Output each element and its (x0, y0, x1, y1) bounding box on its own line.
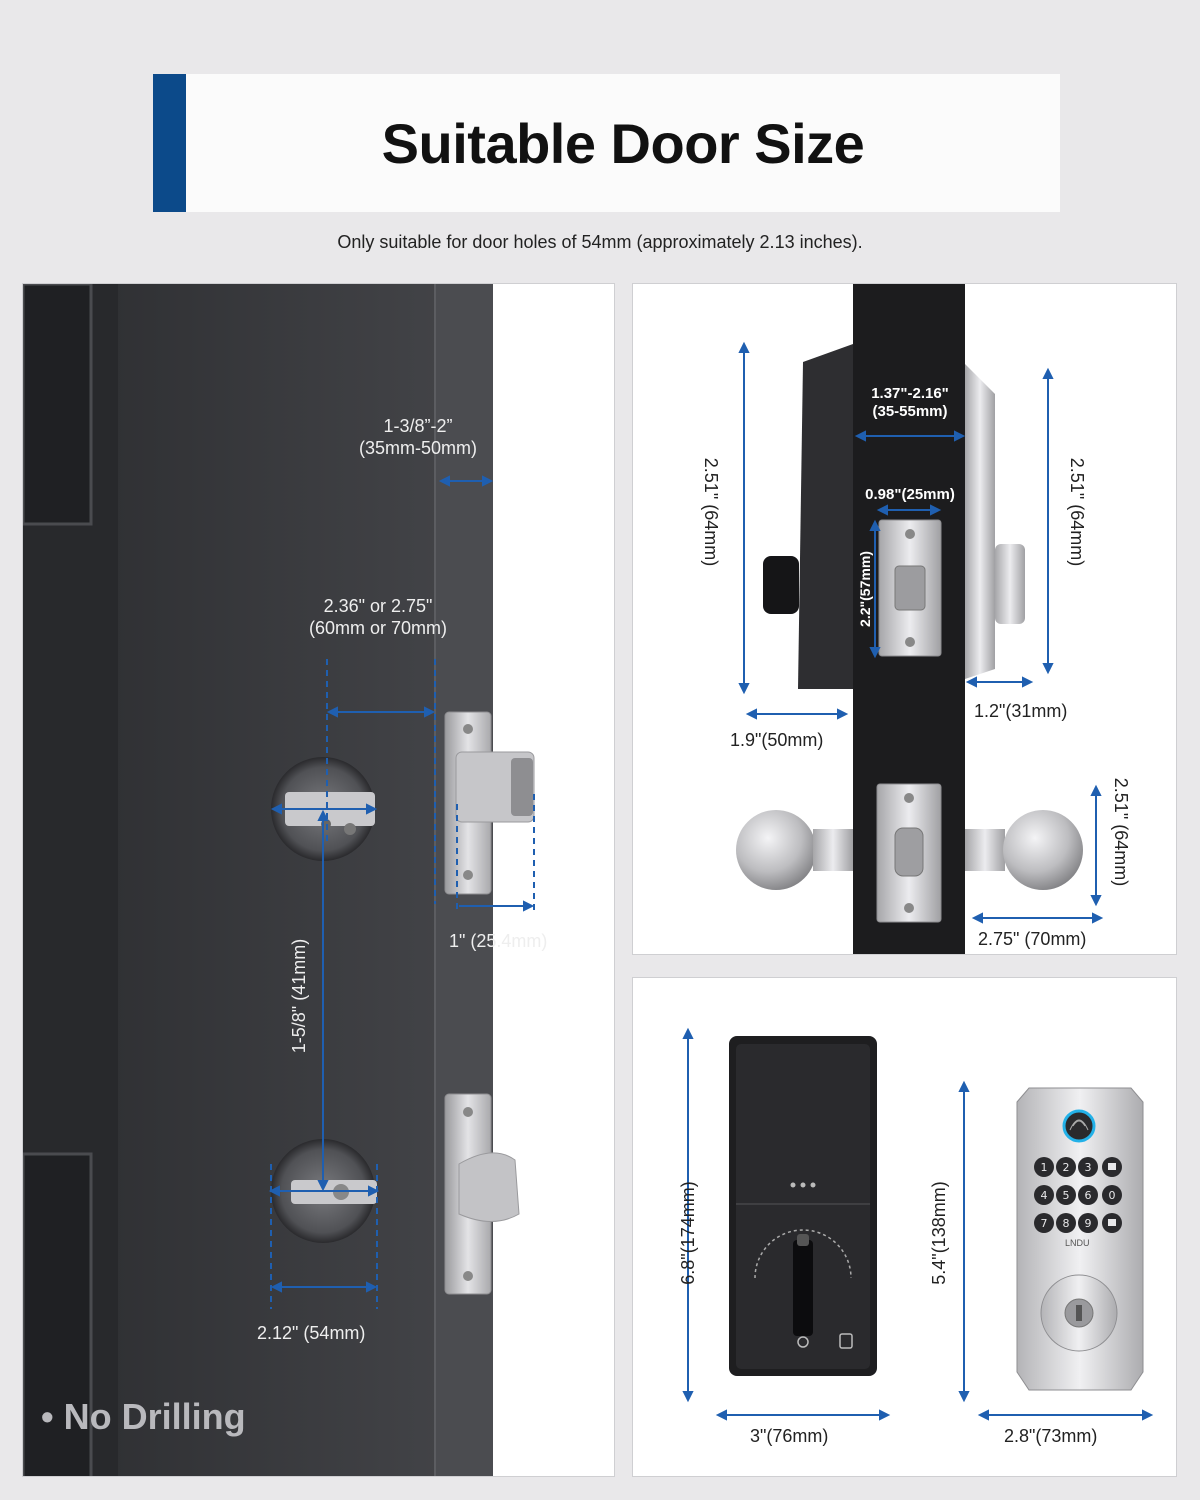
knob-height-label: 2.51" (64mm) (1111, 777, 1131, 887)
faceplate-width-label: 0.98"(25mm) (865, 486, 955, 503)
brand-label: LNDU (1065, 1238, 1090, 1248)
svg-text:2: 2 (1063, 1161, 1070, 1174)
svg-text:3: 3 (1085, 1161, 1092, 1174)
door-thickness-line1: 1-3/8”-2” (383, 416, 453, 436)
title-accent-bar (153, 74, 186, 212)
door-thickness-line2: (35mm-50mm) (358, 438, 477, 458)
backset-line2: (60mm or 70mm) (308, 618, 447, 638)
no-drilling-badge: • No Drilling (41, 1396, 246, 1437)
svg-text:4: 4 (1041, 1189, 1048, 1202)
outside-depth-label: 1.2"(31mm) (974, 701, 1068, 721)
profile-door-thickness-line2: (35-55mm) (872, 403, 948, 420)
svg-text:9: 9 (1085, 1217, 1092, 1230)
keypad-height-label: 5.4"(138mm) (929, 1181, 949, 1285)
lock-profile-panel: 1.37"-2.16" (35-55mm) 0.98"(25mm) 2.2"(5… (632, 283, 1177, 955)
interior-height-label: 6.8"(174mm) (678, 1181, 698, 1285)
unlock-icon (1108, 1219, 1116, 1226)
profile-door-thickness-line1: 1.37"-2.16" (871, 385, 949, 402)
keypad-width-label: 2.8"(73mm) (1004, 1426, 1098, 1446)
backset-label: 2.36" or 2.75" (60mm or 70mm) (283, 595, 473, 639)
page-title: Suitable Door Size (381, 111, 865, 175)
svg-text:0: 0 (1109, 1189, 1116, 1202)
page-subtitle: Only suitable for door holes of 54mm (ap… (337, 232, 863, 252)
lock-icon (1108, 1163, 1116, 1170)
knob-width-label: 2.75" (70mm) (978, 929, 1087, 949)
inside-depth-label: 1.9"(50mm) (730, 730, 824, 750)
door-drilling-panel: 1-3/8”-2” (35mm-50mm) 2.36" or 2.75" (60… (22, 283, 615, 1477)
door-thickness-label: 1-3/8”-2” (35mm-50mm) (343, 415, 493, 459)
faceplate-height-label: 2.2"(57mm) (857, 551, 873, 627)
interior-width-label: 3"(76mm) (750, 1426, 829, 1446)
outside-height-label: 2.51" (64mm) (1067, 457, 1087, 567)
fingerprint-sensor-icon (1062, 1109, 1096, 1143)
profile-door-thickness-label: 1.37"-2.16" (35-55mm) (855, 385, 965, 421)
backset-line1: 2.36" or 2.75" (323, 596, 433, 616)
lock-profile-illustration (736, 284, 1104, 954)
lock-front-panel: 1 2 3 4 5 6 0 7 8 9 LNDU 6.8"(174mm) 3"(76mm) 5… (632, 977, 1177, 1477)
svg-text:1: 1 (1041, 1161, 1048, 1174)
inside-height-label: 2.51" (64mm) (701, 457, 721, 567)
hole-diameter-label: 2.12" (54mm) (257, 1323, 366, 1343)
lock-front-illustration: 1 2 3 4 5 6 0 7 8 9 (682, 1027, 1154, 1421)
svg-text:7: 7 (1041, 1217, 1048, 1230)
title-banner: Suitable Door Size (153, 74, 1060, 212)
svg-text:8: 8 (1063, 1217, 1070, 1230)
svg-text:6: 6 (1085, 1189, 1092, 1202)
svg-text:5: 5 (1063, 1189, 1070, 1202)
hole-spacing-label: 1-5/8" (41mm) (289, 938, 309, 1054)
door-drilling-illustration (23, 284, 535, 1476)
edge-bore-label: 1" (25.4mm) (449, 931, 548, 951)
